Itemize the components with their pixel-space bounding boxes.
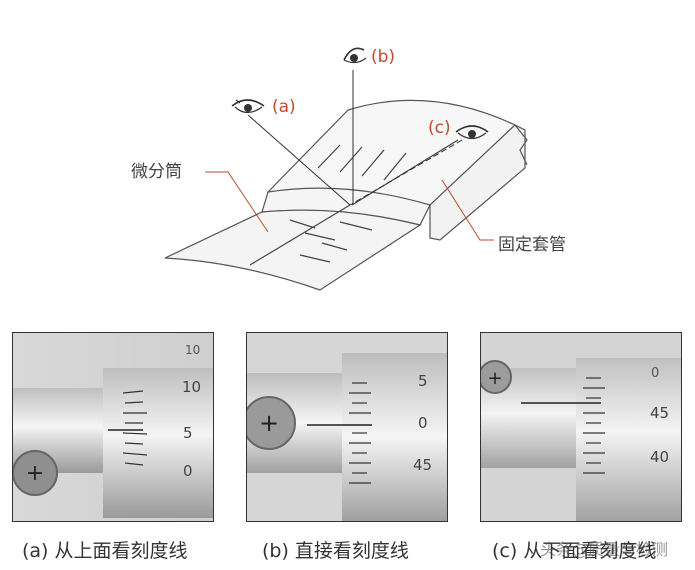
scale-number: 0: [418, 414, 428, 432]
thimble-tick: [339, 221, 373, 231]
sleeve-tick: [361, 149, 385, 177]
caption-view-from-below: (c) 从下面看刻度线: [492, 536, 656, 563]
sleeve-tick: [339, 146, 363, 173]
sight-line-c: [349, 139, 463, 206]
scale-number: 10: [182, 378, 202, 396]
micrometer-parallax-diagram: [164, 47, 528, 291]
sleeve-end-notch: [514, 124, 528, 166]
scale-number: 40: [650, 448, 670, 466]
photo-view-from-below: +: [480, 332, 682, 522]
scale-number: 5: [183, 424, 193, 442]
svg-text:+: +: [487, 368, 502, 389]
watermark: 头条@质量与检测: [540, 540, 669, 559]
caption-letter: (a): [22, 540, 49, 562]
scale-number: 45: [413, 456, 433, 474]
thimble-tick: [304, 232, 336, 241]
sleeve-tick: [317, 144, 341, 169]
photo-view-straight-on: +: [246, 332, 448, 522]
caption-view-straight-on: (b) 直接看刻度线: [262, 536, 409, 563]
thimble-tick: [321, 242, 348, 251]
caption-view-from-above: (a) 从上面看刻度线: [22, 536, 188, 563]
caption-letter: (b): [262, 540, 289, 562]
eye-icon: [343, 47, 367, 64]
thimble-surface: [164, 209, 422, 291]
scale-number: 0: [183, 462, 193, 480]
svg-text:+: +: [259, 409, 279, 437]
eye-label-c: (c): [428, 118, 451, 138]
thimble-label: 微分筒: [131, 162, 182, 182]
scale-number: 0: [651, 366, 660, 381]
caption-text: 从下面看刻度线: [517, 540, 657, 562]
caption-letter: (c): [492, 540, 518, 562]
eye-label-b: (b): [371, 47, 396, 67]
thimble-tick: [289, 219, 316, 229]
eye-icon: [455, 125, 489, 140]
thimble-centerline: [249, 204, 351, 266]
eye-icon: [231, 99, 265, 114]
thimble-leader: [205, 171, 269, 233]
eye-label-a: (a): [272, 97, 296, 117]
scale-number: 10: [185, 343, 201, 357]
sleeve-leader: [441, 179, 494, 241]
scale-number: 5: [418, 372, 428, 390]
thimble-tick: [299, 254, 331, 263]
photo-view-from-above: +: [12, 332, 214, 522]
caption-text: 直接看刻度线: [288, 540, 409, 562]
scale-number: 45: [650, 404, 670, 422]
sight-line-a: [247, 114, 351, 206]
svg-text:+: +: [26, 461, 44, 486]
sleeve-datum-line: [351, 139, 459, 206]
caption-text: 从上面看刻度线: [48, 540, 188, 562]
sleeve-tick: [383, 152, 407, 181]
sleeve-top-surface: [266, 99, 517, 206]
sleeve-label: 固定套管: [498, 235, 566, 255]
